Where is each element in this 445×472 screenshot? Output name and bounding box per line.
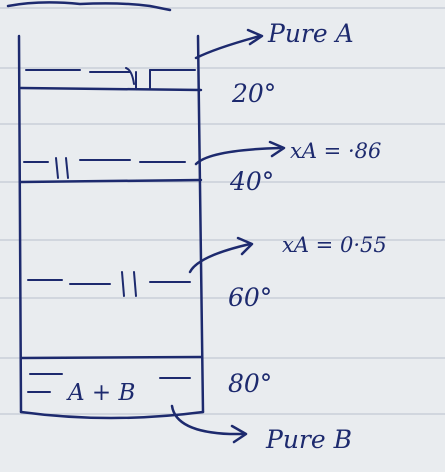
product-arrow-bottom: [170, 404, 246, 436]
temperature-80: 80°: [228, 369, 272, 398]
composition-40: xA = ·86: [290, 139, 381, 163]
vapor-arrow-top: [194, 34, 262, 60]
arrowhead-tray-2: [268, 140, 286, 158]
temperature-40: 40°: [229, 167, 274, 196]
column-left-wall: [17, 34, 23, 414]
arrowhead-tray-3: [236, 236, 254, 256]
arrow-tray-3: [188, 242, 252, 274]
tray-1: [19, 86, 203, 92]
pure-b-label: Pure B: [265, 425, 352, 454]
arrowhead-top: [246, 28, 264, 46]
ruled-lines: [0, 7, 445, 415]
pure-a-label: Pure A: [267, 19, 354, 48]
column-right-wall: [196, 34, 205, 414]
liquid-marks: [23, 67, 196, 393]
temperature-60: 60°: [228, 283, 272, 312]
tray-3: [19, 355, 203, 360]
column-bottom: [19, 410, 205, 420]
arrow-tray-2: [194, 146, 282, 166]
temperature-20: 20°: [231, 79, 276, 108]
composition-60: xA = 0·55: [282, 233, 387, 257]
top-scribble: [6, 1, 172, 12]
tray-marking-bottom: A + B: [66, 380, 135, 406]
arrowhead-bottom: [230, 424, 248, 444]
tray-2: [19, 178, 203, 184]
